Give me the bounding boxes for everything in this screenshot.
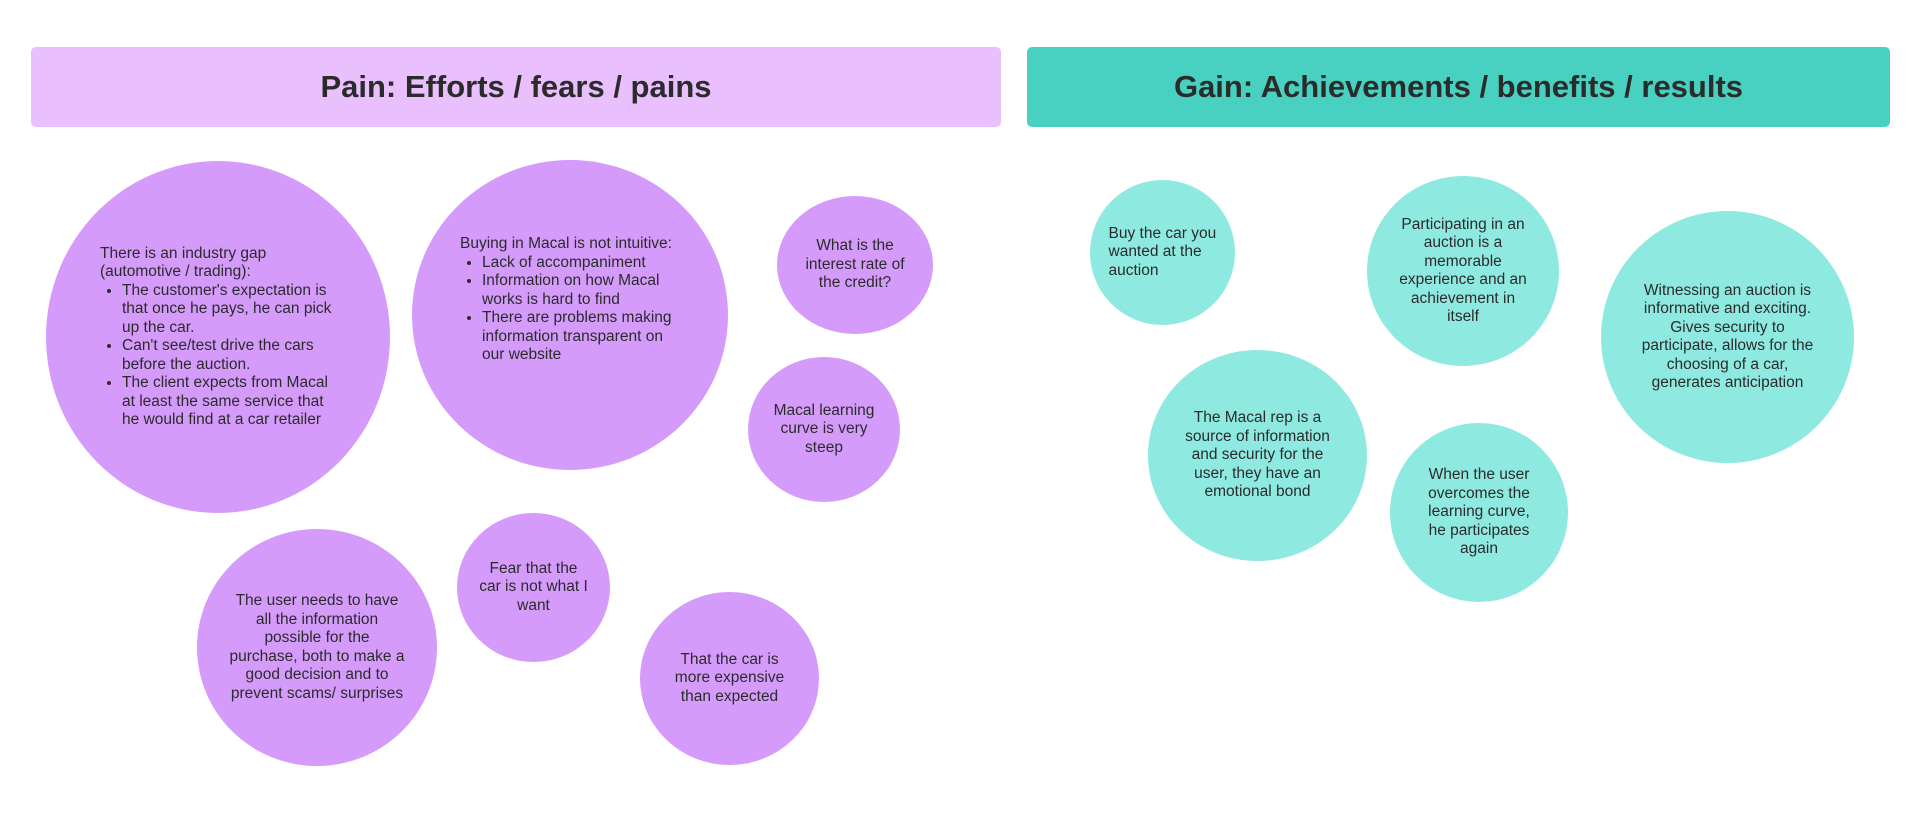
industry-gap-item: The customer's expectation is that once … <box>122 282 336 338</box>
pain-bubble-learning-curve: Macal learning curve is very steep <box>748 357 900 502</box>
pain-section-title: Pain: Efforts / fears / pains <box>320 69 712 104</box>
not-intuitive-item: Lack of accompaniment <box>482 254 688 273</box>
pain-bubble-fear-not-what-i-want: Fear that the car is not what I want <box>457 513 610 662</box>
more-expensive-text: That the car is more expensive than expe… <box>674 650 785 705</box>
not-intuitive-item: Information on how Macal works is hard t… <box>482 272 688 309</box>
not-intuitive-list: Lack of accompaniment Information on how… <box>460 254 688 365</box>
pain-bubble-interest-rate: What is the interest rate of the credit? <box>777 196 933 334</box>
buy-car-text: Buy the car you wanted at the auction <box>1108 224 1217 279</box>
pain-bubble-not-intuitive: Buying in Macal is not intuitive: Lack o… <box>412 160 728 470</box>
witnessing-text: Witnessing an auction is informative and… <box>1641 281 1814 392</box>
needs-information-text: The user needs to have all the informati… <box>229 592 405 702</box>
gain-section-title: Gain: Achievements / benefits / results <box>1173 69 1744 104</box>
fear-not-what-i-want-text: Fear that the car is not what I want <box>479 559 588 614</box>
memorable-text: Participating in an auction is a memorab… <box>1399 215 1527 326</box>
pain-section-header: Pain: Efforts / fears / pains <box>31 47 1001 127</box>
industry-gap-intro: There is an industry gap (automotive / t… <box>100 244 267 281</box>
gain-bubble-overcomes: When the user overcomes the learning cur… <box>1390 423 1568 602</box>
overcomes-text: When the user overcomes the learning cur… <box>1428 466 1530 558</box>
gain-bubble-memorable: Participating in an auction is a memorab… <box>1367 176 1559 366</box>
industry-gap-item: The client expects from Macal at least t… <box>122 374 336 430</box>
pain-bubble-needs-information: The user needs to have all the informati… <box>197 529 437 766</box>
pain-bubble-industry-gap: There is an industry gap (automotive / t… <box>46 161 390 513</box>
gain-bubble-witnessing: Witnessing an auction is informative and… <box>1601 211 1854 463</box>
pain-bubble-more-expensive: That the car is more expensive than expe… <box>640 592 819 765</box>
not-intuitive-intro: Buying in Macal is not intuitive: <box>460 235 672 253</box>
interest-rate-text: What is the interest rate of the credit? <box>805 237 905 292</box>
gain-bubble-buy-car: Buy the car you wanted at the auction <box>1090 180 1235 325</box>
industry-gap-list: The customer's expectation is that once … <box>100 282 336 430</box>
learning-curve-text: Macal learning curve is very steep <box>773 401 875 456</box>
macal-rep-text: The Macal rep is a source of information… <box>1185 409 1330 501</box>
industry-gap-item: Can't see/test drive the cars before the… <box>122 337 336 374</box>
gain-bubble-macal-rep: The Macal rep is a source of information… <box>1148 350 1367 561</box>
gain-section-header: Gain: Achievements / benefits / results <box>1027 47 1890 127</box>
not-intuitive-item: There are problems making information tr… <box>482 309 688 365</box>
